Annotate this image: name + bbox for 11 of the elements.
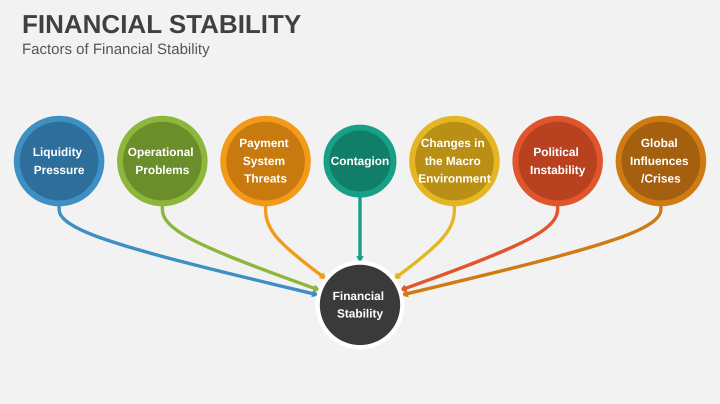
node-circle: Contagion xyxy=(324,124,396,198)
title: FINANCIAL STABILITY xyxy=(22,8,302,40)
subtitle: Factors of Financial Stability xyxy=(22,40,211,60)
node-circle: Financial Stability xyxy=(316,260,404,350)
node-circle: Global Influences /Crises xyxy=(616,116,706,206)
arrow xyxy=(356,194,364,263)
node-circle: Changes in the Macro Environment xyxy=(409,116,500,206)
node-circle: Operational Problems xyxy=(117,116,208,206)
node-circle: Political Instability xyxy=(512,116,603,206)
node-circle: Liquidity Pressure xyxy=(14,116,104,206)
node-circle: Payment System Threats xyxy=(220,116,311,206)
